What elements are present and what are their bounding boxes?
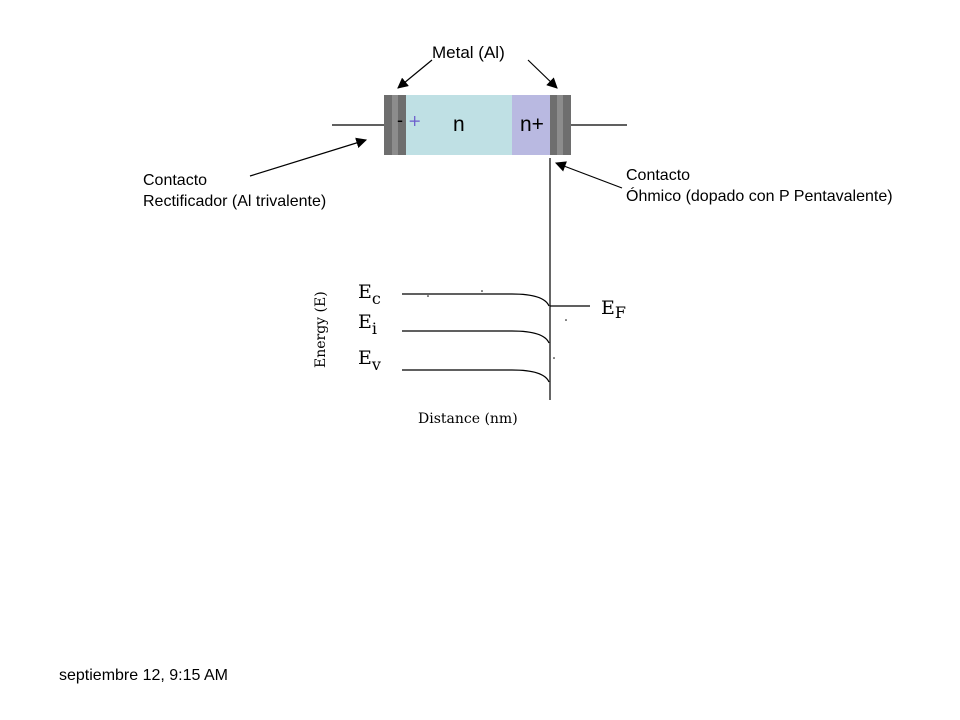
rectifying-contact-text: Contacto Rectificador (Al trivalente) <box>143 170 326 212</box>
rectifying-contact-arrow <box>249 137 368 177</box>
metal-arrow-left <box>397 59 433 89</box>
band-dot <box>481 290 483 292</box>
ohmic-contact-arrow <box>554 161 623 189</box>
ec-label: Ec <box>358 281 381 308</box>
right-metal-highlight <box>557 95 563 155</box>
ei-band-curve <box>402 330 550 344</box>
left-metal-highlight <box>392 95 398 155</box>
ef-label: EF <box>601 297 626 322</box>
band-dot <box>427 295 429 297</box>
n-plus-region-label: n+ <box>520 113 544 136</box>
distance-axis-label: Distance (nm) <box>418 411 518 427</box>
ohmic-contact-line1: Contacto <box>626 167 691 184</box>
ei-label: Ei <box>358 311 377 338</box>
energy-axis-label: Energy (E) <box>313 291 329 368</box>
footer-timestamp: septiembre 12, 9:15 AM <box>59 667 228 684</box>
n-plus-region <box>512 95 550 155</box>
charge-minus: - <box>397 110 403 130</box>
charge-plus: + <box>408 111 421 130</box>
ev-label: Ev <box>358 347 381 374</box>
ev-band-curve <box>402 369 550 383</box>
rectifying-contact-line1: Contacto <box>143 172 208 189</box>
ec-band-curve <box>402 293 550 307</box>
band-dot <box>565 319 567 321</box>
n-region-label: n <box>453 113 465 136</box>
n-region <box>406 95 512 155</box>
metal-arrow-right <box>527 59 558 89</box>
band-dot <box>553 357 555 359</box>
rectifying-contact-line2: Rectificador (Al trivalente) <box>143 193 327 210</box>
ohmic-contact-line2: Óhmico (dopado con P Pentavalente) <box>626 188 893 205</box>
ohmic-contact-text: Contacto Óhmico (dopado con P Pentavalen… <box>626 165 893 207</box>
metal-title: Metal (Al) <box>432 43 505 62</box>
